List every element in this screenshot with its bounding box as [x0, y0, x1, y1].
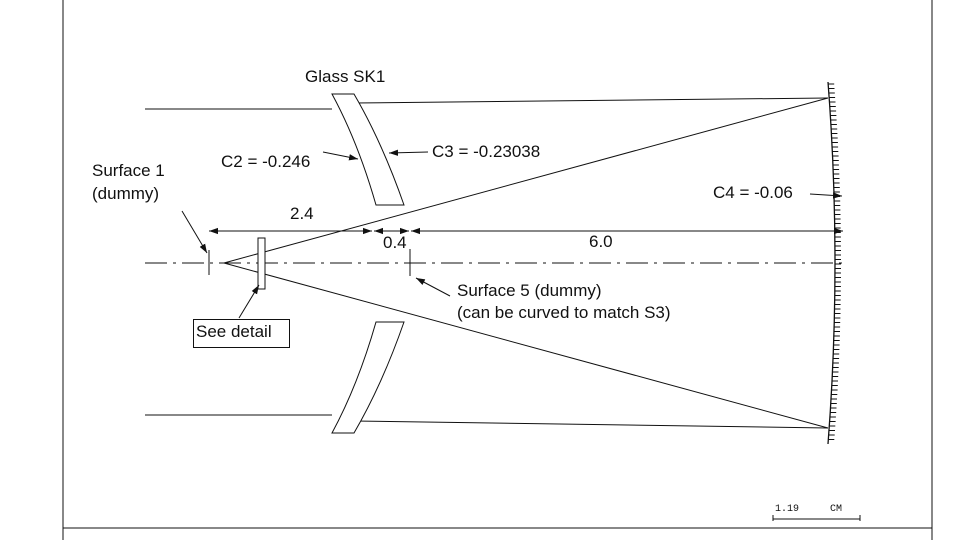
dimension-2-4-label: 2.4	[290, 204, 314, 223]
return-ray-top	[223, 97, 829, 264]
c2-curvature-label: C2 = -0.246	[221, 152, 311, 171]
surface1-sublabel: (dummy)	[92, 184, 160, 203]
c4-curvature-label: C4 = -0.06	[713, 183, 793, 202]
primary-mirror	[827, 81, 836, 445]
surface5-sublabel: (can be curved to match S3)	[457, 303, 671, 322]
mirror-hatching	[828, 83, 841, 440]
corrector-lens-upper	[331, 93, 405, 206]
leader-c2	[322, 151, 359, 161]
ray-bottom-to-mirror	[353, 420, 829, 429]
detail-element	[257, 237, 266, 290]
dimension-6-0-label: 6.0	[589, 232, 613, 251]
glass-label: Glass SK1	[305, 67, 386, 86]
leader-c4	[809, 192, 843, 199]
see-detail-box: See detail	[193, 319, 290, 348]
scale-bar-unit: CM	[830, 504, 843, 515]
corrector-lens-lower	[331, 321, 405, 434]
scale-bar-value: 1.19	[775, 504, 800, 515]
ray-top-to-mirror	[353, 97, 829, 104]
leader-see-detail	[238, 284, 260, 319]
dimension-0-4-label: 0.4	[383, 233, 407, 252]
return-ray-bottom	[223, 262, 829, 429]
surface1-label: Surface 1	[92, 161, 165, 180]
leader-c3	[388, 149, 429, 156]
surface5-label: Surface 5 (dummy)	[457, 281, 602, 300]
leader-surface5	[415, 277, 451, 297]
leader-surface1	[181, 210, 208, 254]
c3-curvature-label: C3 = -0.23038	[432, 142, 541, 161]
